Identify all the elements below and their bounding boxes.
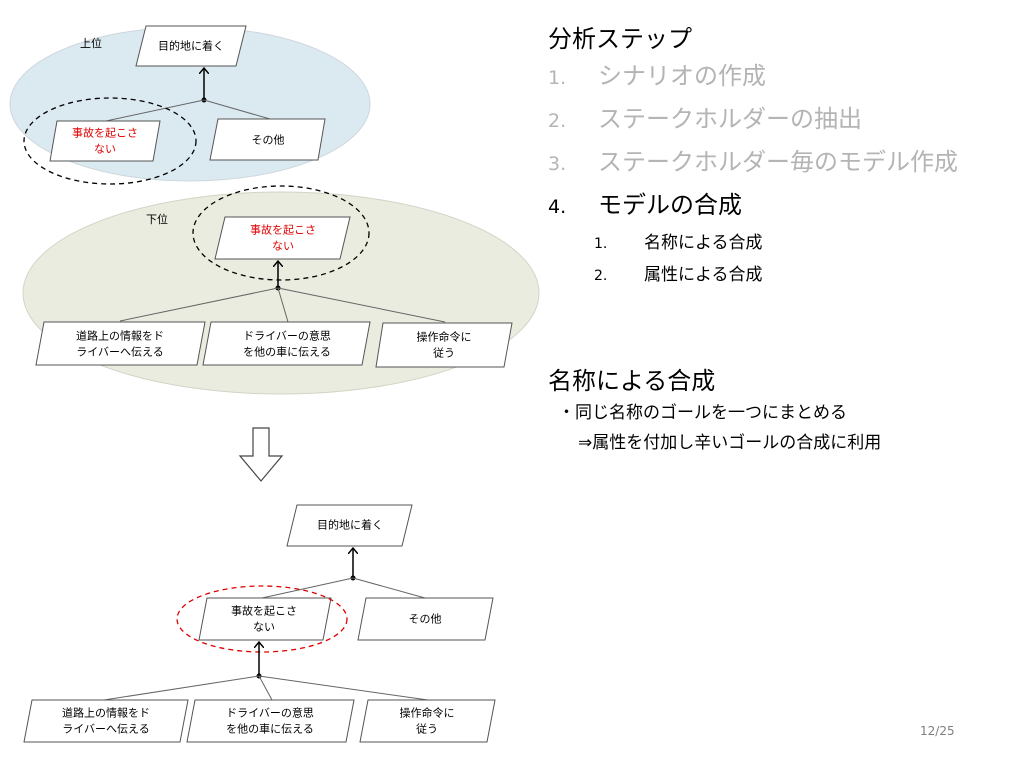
- goal-node-label: 目的地に着く: [317, 518, 383, 532]
- highlight-dashed-ellipse: [192, 185, 370, 281]
- step-label: ステークホルダーの抽出: [598, 105, 862, 133]
- step-item: 3.ステークホルダー毎のモデル作成: [548, 148, 958, 176]
- step-label: モデルの合成: [598, 191, 742, 219]
- lower-level-label: 下位: [146, 212, 168, 226]
- follow-command-label-line1: 操作命令に: [400, 706, 455, 720]
- branch-line: [203, 99, 271, 120]
- highlight-dashed-ellipse: [176, 585, 348, 653]
- driver-intent-node: [202, 321, 371, 366]
- road-info-label-line2: ライバーへ伝える: [62, 723, 149, 736]
- follow-command-label-line1: 操作命令に: [417, 330, 472, 344]
- safety-node-label-line1: 事故を起こさ: [231, 604, 297, 618]
- branch-line: [119, 287, 279, 322]
- goal-node-label: 目的地に着く: [158, 39, 224, 53]
- branch-line: [277, 287, 446, 323]
- bullet-text: ⇒属性を付加し辛いゴールの合成に利用: [578, 433, 882, 453]
- branch-line: [258, 675, 273, 701]
- driver-intent-label-line2: を他の車に伝える: [226, 722, 314, 736]
- road-info-label-line1: 道路上の情報をド: [62, 706, 150, 720]
- step-item: 2.ステークホルダーの抽出: [548, 105, 862, 133]
- step-label: シナリオの作成: [598, 62, 766, 90]
- merge-down-arrow: [238, 427, 284, 482]
- follow-command-node: [375, 322, 513, 368]
- page-number: 12/25: [920, 724, 955, 738]
- highlight-dashed-ellipse: [23, 97, 197, 185]
- branch-line: [105, 99, 205, 122]
- driver-intent-label-line1: ドライバーの意思: [243, 329, 331, 343]
- follow-command-label-line2: 従う: [416, 723, 438, 736]
- step-item-current: 4.モデルの合成: [548, 191, 742, 219]
- goal-model-diagram: 上位 目的地に着く 事故を起こさ ない その他 下位 事故を起こさ ない 道路上…: [9, 25, 540, 743]
- safety-node-label-line2: ない: [94, 143, 116, 156]
- name-merge-section: 名称による合成 ・同じ名称のゴールを一つにまとめる ⇒属性を付加し辛いゴールの合…: [548, 364, 1018, 458]
- other-node: [357, 597, 494, 641]
- branch-line: [261, 577, 354, 599]
- road-info-label-line2: ライバーへ伝える: [76, 346, 163, 359]
- step-item: 1.シナリオの作成: [548, 62, 766, 90]
- safety-node: [214, 216, 351, 260]
- analysis-steps-panel: 分析ステップ 1.シナリオの作成 2.ステークホルダーの抽出 3.ステークホルダ…: [548, 22, 1018, 458]
- substeps-list: 1.名称による合成 2.属性による合成: [548, 228, 1018, 292]
- substep-item: 2.属性による合成: [594, 265, 763, 285]
- step-label: ステークホルダー毎のモデル作成: [598, 148, 958, 176]
- road-info-node: [35, 321, 206, 366]
- driver-intent-label-line1: ドライバーの意思: [226, 706, 314, 720]
- driver-intent-node: [186, 699, 355, 743]
- safety-node-label-line1: 事故を起こさ: [72, 126, 138, 140]
- branch-line: [352, 577, 426, 599]
- safety-node-label-line2: ない: [253, 621, 275, 634]
- substep-label: 属性による合成: [644, 265, 763, 285]
- follow-command-node: [359, 699, 496, 743]
- section-title: 名称による合成: [548, 367, 716, 395]
- road-info-node: [23, 699, 189, 743]
- road-info-label-line1: 道路上の情報をド: [76, 329, 164, 343]
- other-node-label: その他: [409, 613, 442, 626]
- steps-title: 分析ステップ: [548, 25, 692, 53]
- branch-line: [277, 287, 289, 323]
- bullet-text: ・同じ名称のゴールを一つにまとめる: [558, 403, 847, 423]
- branch-line: [103, 675, 260, 701]
- safety-node: [198, 597, 332, 641]
- upper-level-label: 上位: [80, 36, 102, 50]
- steps-list: 1.シナリオの作成 2.ステークホルダーの抽出 3.ステークホルダー毎のモデル作…: [548, 56, 1018, 228]
- goal-node: [135, 25, 247, 67]
- safety-node-label-line2: ない: [272, 240, 294, 253]
- safety-node-label-line1: 事故を起こさ: [250, 223, 316, 237]
- branch-line: [258, 675, 429, 701]
- other-node-label: その他: [252, 134, 285, 147]
- follow-command-label-line2: 従う: [433, 347, 455, 360]
- goal-node: [286, 504, 413, 547]
- safety-node: [49, 120, 161, 162]
- driver-intent-label-line2: を他の車に伝える: [243, 345, 331, 359]
- substep-label: 名称による合成: [644, 233, 763, 253]
- substep-item: 1.名称による合成: [594, 233, 763, 253]
- other-node: [209, 118, 326, 161]
